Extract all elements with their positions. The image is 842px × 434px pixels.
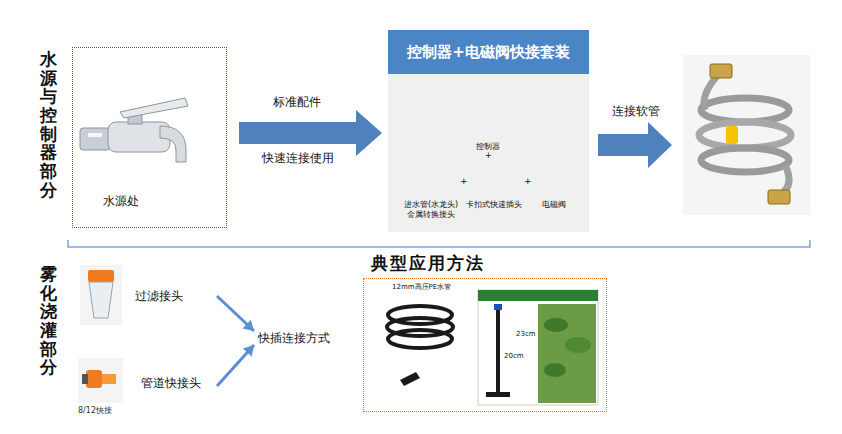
edge-label: 标准配件 <box>272 95 322 109</box>
node-label: 控制器+电磁阀快接套装 <box>388 30 589 74</box>
annotation: 快速连接使用 <box>262 151 334 165</box>
faucet-picture <box>88 133 102 137</box>
hose-picture <box>768 190 790 204</box>
application-pictures <box>496 308 500 394</box>
application-frame <box>363 278 607 412</box>
section-title: 雾化浇灌部分 <box>40 265 57 377</box>
application-pictures <box>478 290 598 405</box>
hose-picture <box>701 98 789 122</box>
connector <box>239 110 382 156</box>
hose-picture <box>704 75 718 110</box>
annotation: 进水管(水龙头)金属转换接头 <box>400 200 462 219</box>
application-pictures <box>494 304 502 310</box>
annotation: 卡扣式快速插头 <box>466 200 522 210</box>
node-label: 过滤接头 <box>135 289 183 303</box>
filter-picture <box>80 265 122 325</box>
annotation: 电磁阀 <box>542 200 566 210</box>
section-title: 水源与控制器部分 <box>40 50 57 200</box>
hose-picture <box>683 55 810 215</box>
connector-line <box>217 296 254 331</box>
application-pictures <box>538 304 596 403</box>
faucet-picture <box>80 128 110 150</box>
application-pictures <box>565 337 591 353</box>
node-label: 管道快接头 <box>141 376 201 390</box>
node-label: 水源处 <box>103 194 139 208</box>
annotation: 连接软管 <box>612 104 660 118</box>
application-pictures <box>388 330 452 348</box>
kit-to-hose-arrow <box>598 122 672 168</box>
annotation: 12mm高压PE水管 <box>392 283 451 291</box>
kit-to-hose-arrow <box>598 122 672 168</box>
application-pictures <box>544 363 566 377</box>
faucet-picture <box>80 98 188 162</box>
node-label: 典型应用方法 <box>371 253 485 273</box>
filter-picture <box>88 270 114 282</box>
connector <box>217 345 254 386</box>
hose-picture <box>726 126 738 144</box>
annotation: + <box>524 176 532 187</box>
hose-picture <box>683 55 810 215</box>
application-pictures <box>400 372 420 386</box>
section-divider <box>68 240 810 247</box>
connector <box>217 296 254 331</box>
quick-plug-method: 快插连接方式 <box>258 328 340 348</box>
application-pictures <box>478 290 598 301</box>
annotation: 控制器 <box>476 142 500 152</box>
quick-connector-picture <box>102 374 116 384</box>
filter-picture <box>80 265 122 325</box>
section-divider <box>68 240 810 247</box>
node-sublabel: 8/12快接 <box>78 406 112 416</box>
hose-picture <box>699 122 791 148</box>
filter-item: 过滤接头 <box>75 262 215 330</box>
faucet-picture <box>160 126 186 162</box>
application-box: 典型应用方法 <box>363 253 607 412</box>
filter-picture <box>89 282 113 318</box>
arrow-head <box>243 320 254 331</box>
application-pictures <box>486 392 510 397</box>
quick-connector-picture <box>82 374 88 384</box>
hose-picture <box>710 64 732 78</box>
application-pictures <box>387 290 598 405</box>
annotation: 23cm <box>516 330 536 338</box>
annotation: + <box>460 176 468 187</box>
block-arrow <box>239 110 382 156</box>
hose-picture <box>701 148 789 172</box>
node-label: 快插连接方式 <box>258 331 330 345</box>
connector-line <box>217 345 254 386</box>
connector-item: 管道快接头 8/12快接 <box>75 352 215 420</box>
quick-connector-picture <box>86 370 102 388</box>
annotation: 20cm <box>504 352 524 360</box>
arrow-head <box>243 345 254 356</box>
quick-connector-picture <box>78 358 123 403</box>
application-pictures <box>544 318 568 332</box>
water-source-box: 水源处 <box>72 47 227 228</box>
annotation: + <box>485 151 492 161</box>
faucet-picture <box>120 98 188 118</box>
quick-connector-picture <box>78 358 123 403</box>
